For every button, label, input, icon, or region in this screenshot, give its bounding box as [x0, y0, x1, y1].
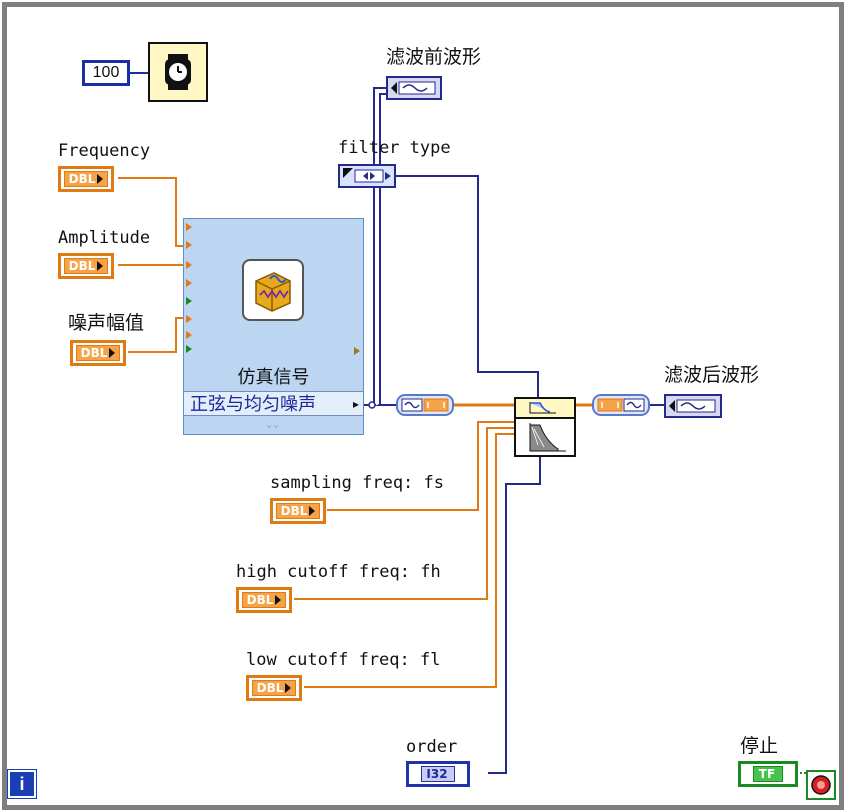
stop-terminal[interactable]: TF: [738, 761, 798, 787]
noise-amplitude-label: 噪声幅值: [68, 312, 145, 334]
express-input-arrows: [186, 223, 192, 353]
low-cutoff-terminal[interactable]: DBL: [246, 675, 302, 701]
stop-button-icon: [811, 775, 831, 795]
frequency-terminal-type: DBL: [68, 172, 96, 186]
stop-label: 停止: [740, 735, 779, 757]
high-cutoff-terminal[interactable]: DBL: [236, 587, 292, 613]
simulate-signal-express-vi[interactable]: 仿真信号 正弦与均匀噪声 ▸ ⌄⌄: [183, 218, 364, 435]
wire-wait: [128, 72, 148, 74]
waveform-indicator-icon-after: [669, 399, 716, 413]
high-cutoff-label: high cutoff freq: fh: [236, 562, 441, 582]
low-cutoff-label: low cutoff freq: fl: [246, 650, 441, 670]
filter-type-label: filter type: [338, 138, 451, 158]
before-filter-waveform-indicator[interactable]: [386, 76, 442, 100]
waveform-indicator-icon: [391, 81, 436, 95]
noise-amplitude-terminal[interactable]: DBL: [70, 340, 126, 366]
wait-timer-node[interactable]: [148, 42, 208, 102]
after-filter-label: 滤波后波形: [664, 364, 760, 386]
fl-terminal-type: DBL: [256, 681, 284, 695]
before-filter-label: 滤波前波形: [386, 46, 482, 68]
convert-to-array-icon: [401, 398, 449, 412]
express-output-selector-label: 正弦与均匀噪声: [190, 394, 316, 415]
wait-ms-value: 100: [92, 64, 120, 81]
wire-order[interactable]: [488, 456, 541, 774]
amplitude-terminal-type: DBL: [68, 259, 96, 273]
wire-before-waveform-b[interactable]: [379, 93, 386, 405]
sampling-freq-terminal[interactable]: DBL: [270, 498, 326, 524]
order-label: order: [406, 737, 458, 757]
loop-condition-terminal[interactable]: [806, 770, 836, 800]
wire-filter-type[interactable]: [396, 175, 539, 398]
filter-node-icon: [529, 402, 556, 414]
express-output-arrow-icon: ▸: [352, 397, 359, 411]
filter-type-enum-control[interactable]: [338, 164, 396, 188]
express-expand-chevron-icon[interactable]: ⌄⌄: [266, 417, 280, 430]
amplitude-label: Amplitude: [58, 228, 151, 248]
order-terminal[interactable]: I32: [406, 761, 470, 787]
wire-frequency[interactable]: [118, 177, 186, 247]
frequency-terminal[interactable]: DBL: [58, 166, 114, 192]
express-output-arrow: [354, 347, 360, 355]
wire-fs[interactable]: [327, 421, 516, 511]
convert-from-array-icon: [597, 398, 645, 412]
enum-control-icon: [343, 168, 391, 183]
butterworth-filter-node[interactable]: [514, 397, 576, 457]
simulate-signal-icon: [242, 259, 304, 321]
iteration-terminal[interactable]: i: [7, 769, 37, 799]
wait-timer-icon: [165, 54, 191, 90]
express-output-selector[interactable]: 正弦与均匀噪声 ▸: [184, 391, 363, 416]
wire-before-waveform-a[interactable]: [373, 87, 386, 405]
fh-terminal-type: DBL: [246, 593, 274, 607]
filter-node-header: [516, 399, 574, 419]
amplitude-terminal[interactable]: DBL: [58, 253, 114, 279]
order-terminal-type: I32: [426, 767, 448, 781]
after-filter-waveform-indicator[interactable]: [664, 394, 722, 418]
wire-fl[interactable]: [304, 433, 516, 688]
wire-fh[interactable]: [294, 427, 516, 600]
wait-ms-constant[interactable]: 100: [82, 60, 130, 86]
filter-response-icon: [529, 423, 566, 452]
fs-terminal-type: DBL: [280, 504, 308, 518]
express-title: 仿真信号: [237, 367, 310, 388]
frequency-label: Frequency: [58, 141, 151, 161]
array-to-dynamic-convert[interactable]: [592, 394, 650, 416]
info-icon: i: [19, 773, 25, 794]
noise-terminal-type: DBL: [80, 346, 108, 360]
wire-noise[interactable]: [128, 317, 186, 353]
stop-terminal-type: TF: [758, 767, 776, 781]
dynamic-to-waveform-convert[interactable]: [396, 394, 454, 416]
sampling-freq-label: sampling freq: fs: [270, 473, 444, 493]
